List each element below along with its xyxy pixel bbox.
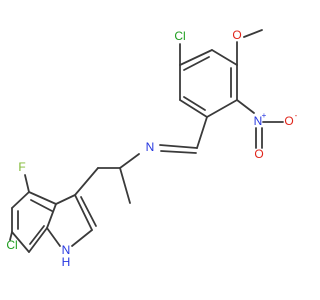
bond-ring-to-nitro: [236, 99, 255, 114]
bond-ring-to-fluorine: [24, 174, 30, 193]
positive-charge-label: +: [262, 111, 267, 120]
bond: [46, 203, 57, 229]
bond: [28, 227, 48, 253]
bond: [11, 191, 30, 209]
bond: [71, 229, 93, 247]
bond: [55, 194, 76, 205]
bond: [46, 227, 61, 247]
molecule-structure-diagram: Cl O N + O - O N F Cl H N: [6, 28, 298, 269]
bond: [183, 96, 206, 111]
bond-ring-to-imine-carbon: [196, 116, 208, 149]
nitrogen-atom-label: N: [62, 243, 71, 257]
negative-charge-label: -: [295, 111, 298, 120]
bond: [74, 194, 93, 231]
bond-imine-double: [160, 150, 197, 154]
bond-imine-nitrogen-to-ch: [119, 153, 140, 169]
bond-ch2-to-indole: [74, 167, 99, 196]
hydrogen-atom-label: H: [62, 255, 71, 269]
bond-ring-to-chlorine: [9, 231, 13, 241]
oxygen-atom-label: O: [254, 147, 263, 161]
bond: [179, 49, 213, 66]
oxygen-atom-label: O: [232, 28, 241, 42]
indole-benzene-ring: [11, 191, 57, 253]
bond-imine-double: [159, 144, 198, 149]
chlorine-atom-label: Cl: [6, 238, 17, 252]
bond: [206, 99, 238, 118]
bond: [11, 231, 30, 253]
bond: [29, 225, 45, 245]
nitrogen-atom-label: N: [146, 140, 155, 154]
bond-methoxy-methyl: [243, 29, 263, 38]
chlorine-atom-label: Cl: [174, 29, 185, 43]
indole-pyrrole-ring: [46, 194, 97, 247]
bond: [183, 56, 210, 71]
nitrogen-atom-label: N: [254, 114, 263, 128]
upper-benzene-ring: [179, 49, 238, 118]
bond: [211, 49, 238, 66]
bond: [80, 196, 97, 227]
bond: [179, 99, 208, 118]
bond: [28, 191, 57, 205]
fluorine-atom-label: F: [18, 160, 25, 174]
bond-ch-to-methyl: [119, 167, 131, 204]
bond: [30, 199, 53, 212]
oxygen-atom-label: O: [284, 114, 293, 128]
